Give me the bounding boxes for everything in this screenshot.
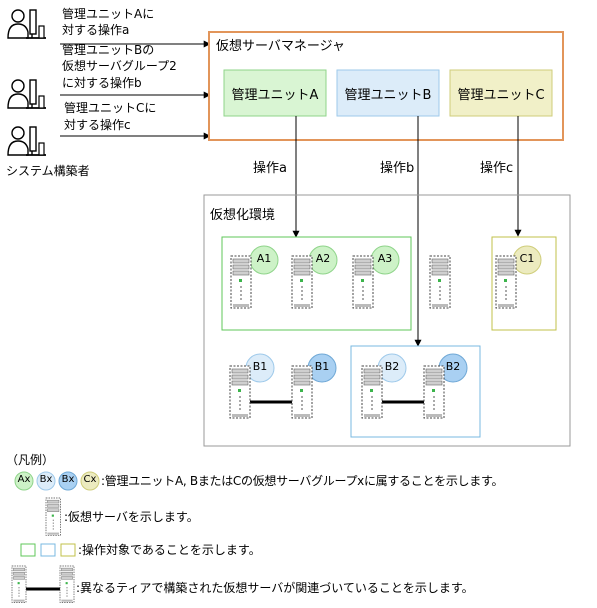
legend-link-server-left xyxy=(11,565,27,603)
operation-a-label: 操作a xyxy=(253,161,287,176)
request-a-line1: 管理ユニットAに xyxy=(62,7,155,21)
unit-b-box xyxy=(336,69,440,117)
badge-b1-light-label: B1 xyxy=(252,360,268,373)
server-b1-1 xyxy=(229,365,251,419)
unit-b-label: 管理ユニットB xyxy=(344,87,432,103)
request-b-line3: に対する操作b xyxy=(62,76,142,90)
legend-target-text: :操作対象であることを示します。 xyxy=(78,543,261,557)
legend-frame-c xyxy=(60,543,76,557)
legend-badge-cx-label: Cx xyxy=(83,474,97,485)
server-a1 xyxy=(230,255,252,309)
legend-link-server-right xyxy=(59,565,75,603)
badge-b2-light-label: B2 xyxy=(384,360,400,373)
server-b2-2 xyxy=(423,365,445,419)
badge-c1-label: C1 xyxy=(519,252,535,265)
badge-a1-label: A1 xyxy=(256,252,272,265)
legend-badge-bx-dark xyxy=(58,471,78,491)
virtualization-env-box xyxy=(203,194,571,447)
badge-a2-label: A2 xyxy=(315,252,331,265)
legend-link-text: :異なるティアで構築された仮想サーバが関連づいていることを示します。 xyxy=(76,581,474,595)
legend-group-text: :管理ユニットA, BまたはCの仮想サーバグループxに属することを示します。 xyxy=(101,474,504,488)
operation-c-label: 操作c xyxy=(480,161,514,176)
unit-a-box xyxy=(223,69,327,117)
legend-frame-a xyxy=(20,543,36,557)
env-title: 仮想化環境 xyxy=(210,208,276,223)
unit-c-label: 管理ユニットC xyxy=(457,87,545,103)
legend-server-icon xyxy=(45,497,61,536)
request-b-line1: 管理ユニットBの xyxy=(62,43,155,57)
badge-b2-dark-label: B2 xyxy=(445,360,461,373)
legend-badge-cx xyxy=(80,471,100,491)
legend-badge-ax xyxy=(14,471,34,491)
legend-badge-bx-light-label: Bx xyxy=(39,474,53,485)
unit-c-box xyxy=(449,69,553,117)
operation-b-label: 操作b xyxy=(380,161,415,176)
target-frame-a xyxy=(221,236,412,331)
legend-server-text: :仮想サーバを示します。 xyxy=(64,510,199,524)
legend-title: （凡例） xyxy=(6,453,55,467)
user-icon-c xyxy=(7,126,47,156)
request-c-line1: 管理ユニットCに xyxy=(64,101,157,115)
unit-a-label: 管理ユニットA xyxy=(231,87,319,103)
badge-b1-dark-label: B1 xyxy=(314,360,330,373)
user-icon-a xyxy=(7,9,47,39)
target-frame-c xyxy=(491,236,557,331)
legend-badge-bx-light xyxy=(36,471,56,491)
user-label: システム構築者 xyxy=(6,164,90,178)
manager-title: 仮想サーバマネージャ xyxy=(216,39,345,54)
request-a-line2: 対する操作a xyxy=(62,23,130,37)
server-b1-2 xyxy=(291,365,313,419)
user-icon-b xyxy=(7,79,47,109)
badge-a3-label: A3 xyxy=(377,252,393,265)
legend-badge-bx-dark-label: Bx xyxy=(61,474,75,485)
server-unassigned xyxy=(429,255,451,309)
request-c-line2: 対する操作c xyxy=(64,118,131,132)
target-frame-b xyxy=(350,345,481,438)
server-b2-1 xyxy=(361,365,383,419)
legend-frame-b xyxy=(40,543,56,557)
legend-badge-ax-label: Ax xyxy=(17,474,31,485)
request-b-line2: 仮想サーバグループ2 xyxy=(62,59,177,73)
